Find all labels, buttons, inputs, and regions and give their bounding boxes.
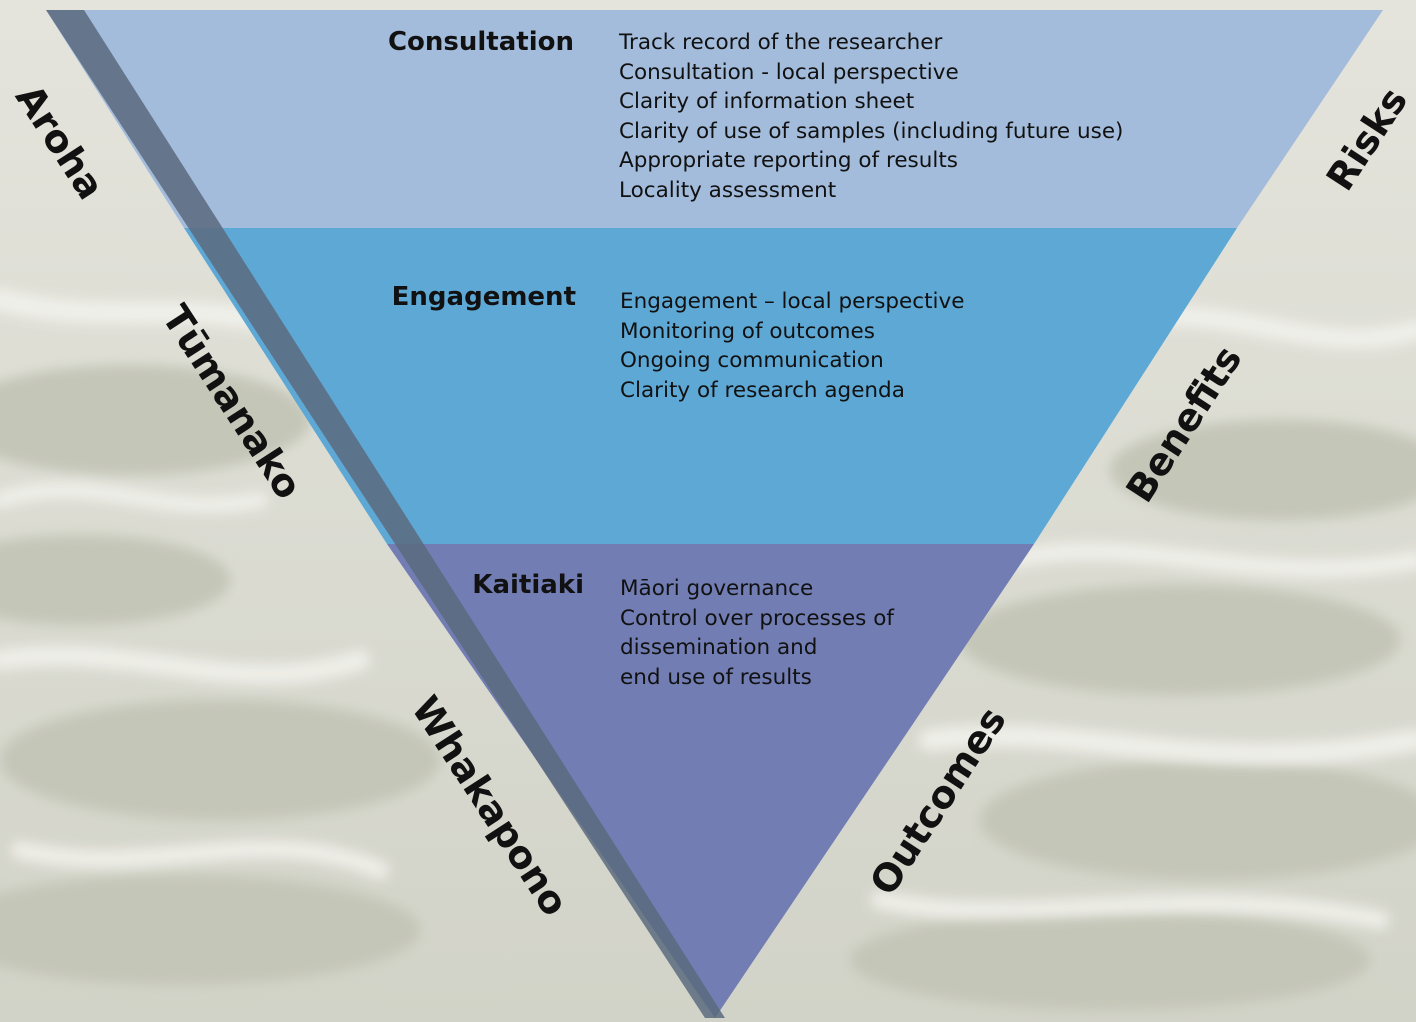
triangle-layers: [46, 10, 1383, 1018]
list-item: Clarity of use of samples (including fut…: [619, 118, 1124, 144]
band-consultation: [46, 10, 1383, 228]
list-item: Clarity of information sheet: [619, 89, 915, 114]
list-item: Consultation - local perspective: [619, 59, 959, 85]
kaitiaki-title: Kaitiaki: [472, 570, 584, 600]
band-kaitiaki: [387, 544, 1034, 1018]
list-item: Ongoing communication: [620, 348, 884, 373]
list-item: Engagement – local perspective: [620, 289, 965, 314]
list-item: Clarity of research agenda: [620, 377, 905, 403]
list-item: Track record of the researcher: [619, 30, 943, 55]
list-item: Locality assessment: [619, 177, 837, 203]
engagement-title: Engagement: [391, 282, 576, 312]
kaitiaki-items: Māori governance Control over processes …: [620, 574, 894, 692]
band-engagement: [184, 228, 1237, 544]
list-item: Control over processes of: [620, 605, 894, 631]
engagement-items: Engagement – local perspective Monitorin…: [620, 287, 964, 405]
left-edge-band: [46, 10, 725, 1018]
list-item: end use of results: [620, 664, 812, 690]
list-item: Monitoring of outcomes: [620, 318, 875, 344]
list-item: Appropriate reporting of results: [619, 148, 958, 173]
consultation-items: Track record of the researcher Consultat…: [619, 28, 1123, 205]
list-item: dissemination and: [620, 635, 818, 660]
list-item: Māori governance: [620, 576, 814, 601]
consultation-title: Consultation: [387, 27, 574, 57]
